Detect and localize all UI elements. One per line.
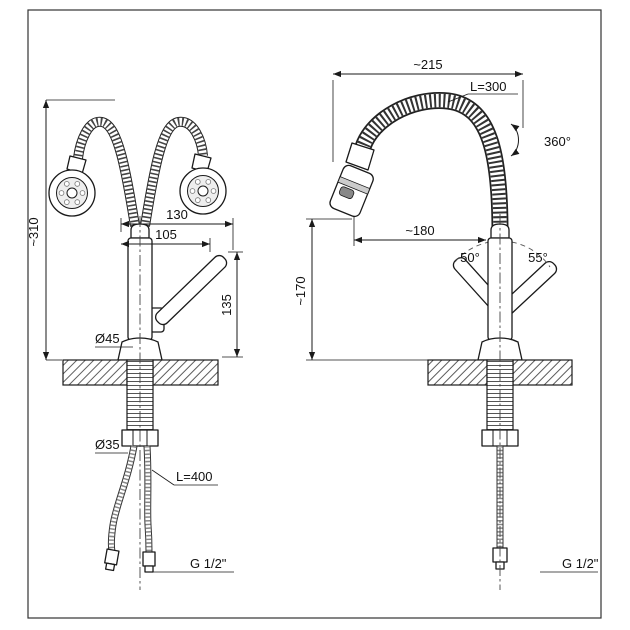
countertop-right (152, 359, 219, 386)
dimension-lines-side: ~215 L=300 360° ~180 ~170 50° 55° G 1/2" (293, 57, 599, 573)
dim-width-130: 130 (166, 207, 188, 222)
dim-overall-height: ~310 (26, 217, 41, 246)
label-rotation: 360° (544, 134, 571, 149)
label-thread-left: G 1/2" (190, 556, 227, 571)
dim-base-diameter: Ø45 (95, 331, 120, 346)
label-spout-length: L=300 (470, 79, 507, 94)
spray-head (329, 142, 375, 218)
label-thread-right: G 1/2" (562, 556, 599, 571)
shower-head-left (48, 155, 96, 217)
dim-spout-height: ~170 (293, 276, 308, 305)
drawing-frame (27, 9, 602, 619)
supply-hose-left (104, 445, 138, 572)
lever-handle (154, 254, 228, 326)
dim-shank-diameter: Ø35 (95, 437, 120, 452)
countertop-left-side (427, 359, 488, 386)
shower-head-right (179, 153, 227, 215)
countertop-right-side (512, 359, 573, 386)
countertop-left (62, 359, 128, 386)
supply-hose-right (142, 445, 156, 573)
dimension-lines-front: ~310 130 105 135 Ø45 Ø35 L=400 G 1/2" (26, 99, 243, 573)
shower-hose-right (140, 116, 208, 227)
side-view: ~215 L=300 360° ~180 ~170 50° 55° G 1/2" (293, 57, 599, 590)
dim-width-105: 105 (155, 227, 177, 242)
front-view: ~310 130 105 135 Ø45 Ø35 L=400 G 1/2" (26, 99, 243, 590)
flexible-spout-hose (354, 92, 509, 233)
dim-handle-height: 135 (219, 294, 234, 316)
spray-button (338, 186, 355, 199)
dim-overall-width: ~215 (413, 57, 442, 72)
shower-hose-left (73, 116, 140, 227)
label-hose-length: L=400 (176, 469, 213, 484)
label-angle-right: 55° (528, 250, 548, 265)
label-angle-left: 50° (460, 250, 480, 265)
dim-reach: ~180 (405, 223, 434, 238)
